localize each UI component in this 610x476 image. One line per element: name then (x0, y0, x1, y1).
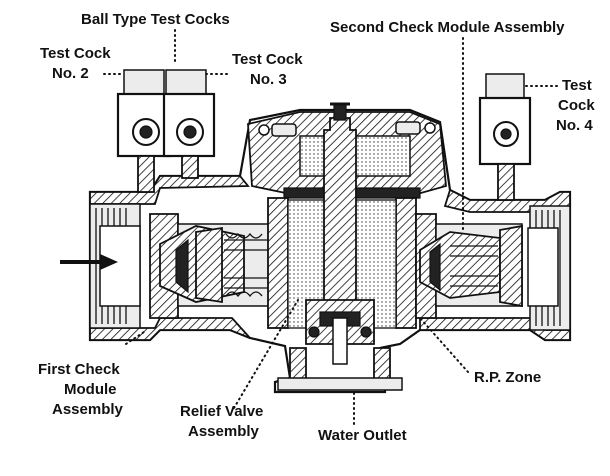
label-second-check-module: Second Check Module Assembly (330, 19, 565, 36)
first-check-module (149, 213, 273, 319)
label-test-cock-4-line1: Test (562, 77, 592, 94)
flow-arrow (60, 254, 118, 270)
label-relief-valve-line1: Relief Valve (180, 403, 263, 420)
leader-lines (103, 29, 559, 425)
label-relief-valve-line2: Assembly (188, 423, 260, 440)
relief-valve-assembly (247, 102, 447, 391)
label-test-cock-4-line2: Cock (558, 97, 595, 114)
inlet-end (89, 203, 141, 329)
test-cock-4 (478, 73, 532, 201)
label-test-cock-2-line1: Test Cock (40, 45, 111, 62)
label-test-cock-2-line2: No. 2 (52, 65, 89, 82)
label-ball-type-test-cocks: Ball Type Test Cocks (81, 11, 230, 28)
label-water-outlet: Water Outlet (318, 427, 407, 444)
test-cock-3 (162, 69, 216, 179)
label-test-cock-4-line3: No. 4 (556, 117, 593, 134)
outlet-end (527, 205, 571, 331)
label-first-check-line3: Assembly (52, 401, 124, 418)
second-check-module (415, 213, 523, 319)
label-first-check-line2: Module (64, 381, 117, 398)
label-test-cock-3-line2: No. 3 (250, 71, 287, 88)
label-test-cock-3-line1: Test Cock (232, 51, 303, 68)
label-first-check-line1: First Check (38, 361, 120, 378)
label-rp-zone: R.P. Zone (474, 369, 541, 386)
test-cock-2 (116, 69, 172, 193)
